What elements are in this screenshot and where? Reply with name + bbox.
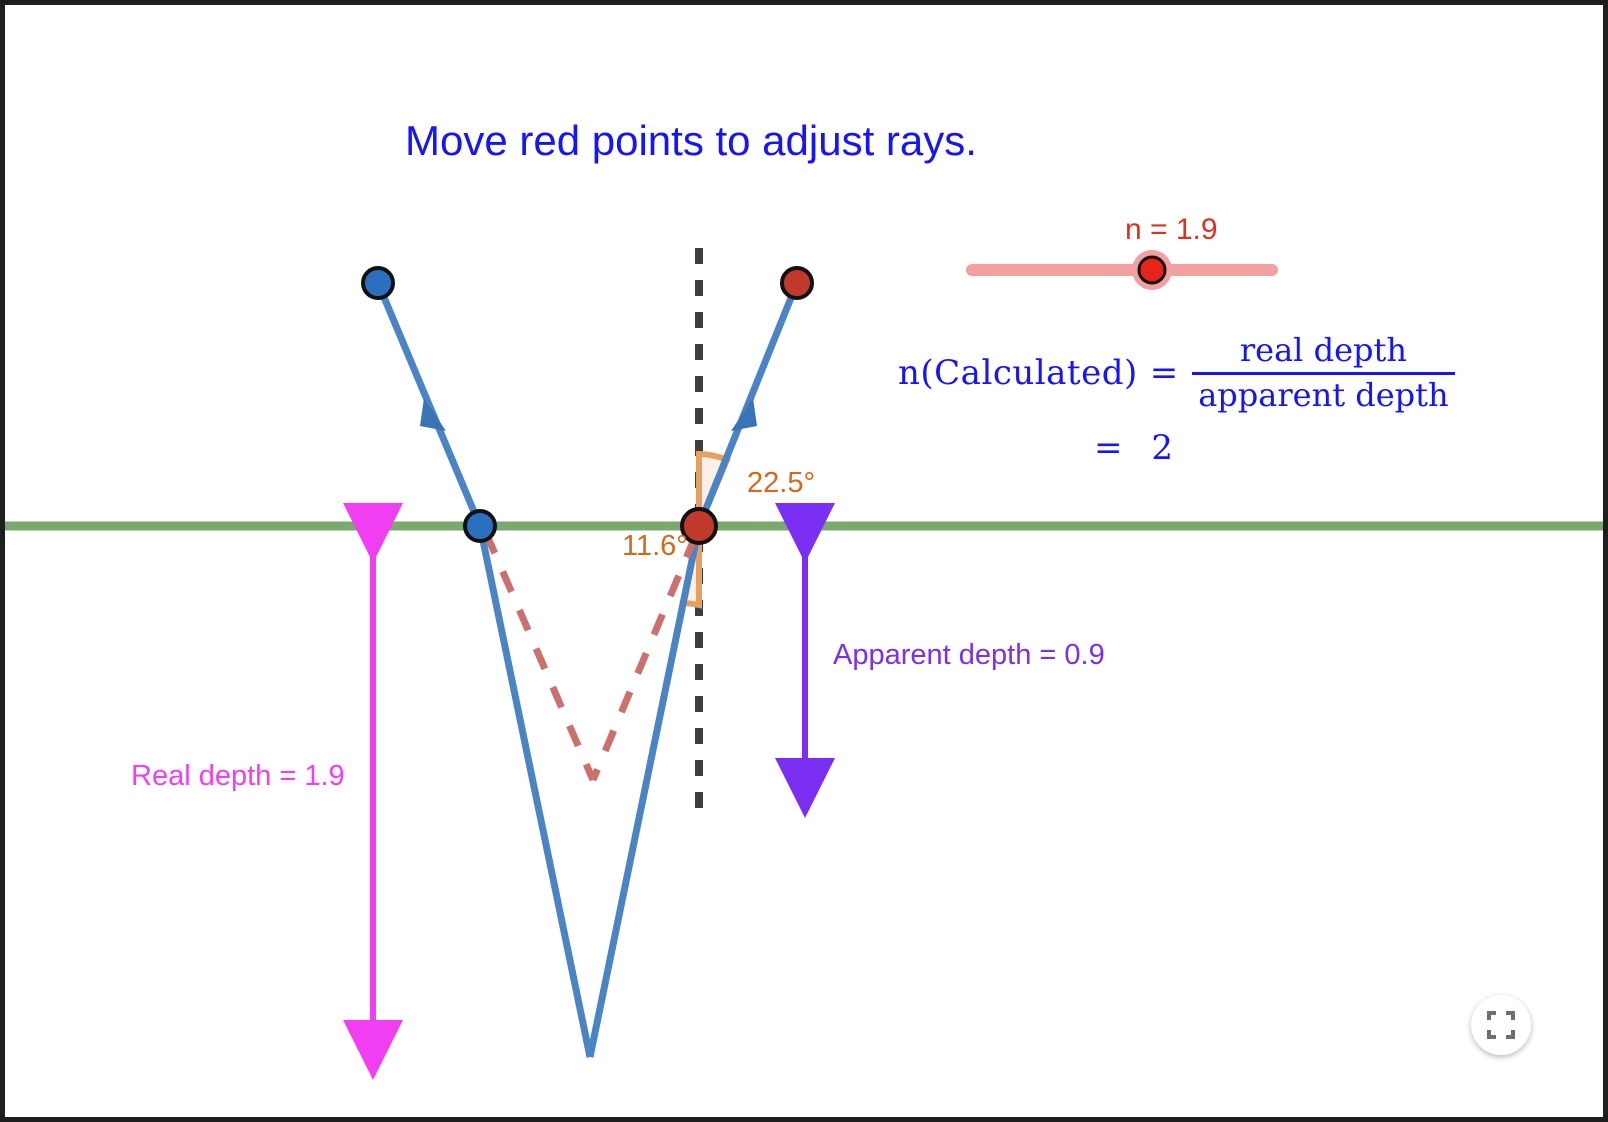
apparent-depth-label: Apparent depth = 0.9 xyxy=(833,639,1105,671)
ray-arrowhead-right-icon xyxy=(731,398,757,431)
point-left-surface[interactable] xyxy=(463,509,497,543)
point-right-surface[interactable] xyxy=(680,507,718,545)
formula-result-equals: = xyxy=(1094,427,1123,468)
real-depth-label: Real depth = 1.9 xyxy=(131,760,345,792)
slider-value-label: n = 1.9 xyxy=(1125,213,1218,246)
real-ray-right-underwater xyxy=(586,525,703,1058)
formula-result-value: 2 xyxy=(1151,427,1173,468)
refracted-ray-left-above xyxy=(374,281,484,528)
formula-denominator: apparent depth xyxy=(1198,375,1449,414)
formula-equals-sign: = xyxy=(1149,353,1179,394)
formula-block: n(Calculated) = real depth apparent dept… xyxy=(898,331,1455,468)
fullscreen-icon xyxy=(1487,1011,1515,1039)
geometry-canvas[interactable] xyxy=(5,5,1603,1117)
refracted-angle-label: 11.6° xyxy=(622,530,688,562)
formula-fraction-bar xyxy=(1192,371,1455,375)
real-ray-left-underwater xyxy=(476,525,594,1058)
point-left-upper[interactable] xyxy=(361,266,395,300)
formula-result-row: = 2 xyxy=(898,428,1455,468)
ray-arrowhead-left-icon xyxy=(420,398,446,431)
point-right-upper[interactable] xyxy=(780,266,814,300)
refracted-ray-right-above xyxy=(695,281,801,528)
formula-numerator: real depth xyxy=(1239,331,1407,369)
fullscreen-button[interactable] xyxy=(1471,995,1531,1055)
formula-left-side: n(Calculated) xyxy=(898,353,1138,394)
page-title: Move red points to adjust rays. xyxy=(405,117,977,164)
apparent-ray-left-dashed xyxy=(482,531,597,782)
formula-fraction: real depth apparent depth xyxy=(1192,331,1455,414)
incident-angle-label: 22.5° xyxy=(747,467,816,499)
apparent-ray-right-dashed xyxy=(589,535,699,782)
slider-handle[interactable] xyxy=(1137,255,1167,285)
